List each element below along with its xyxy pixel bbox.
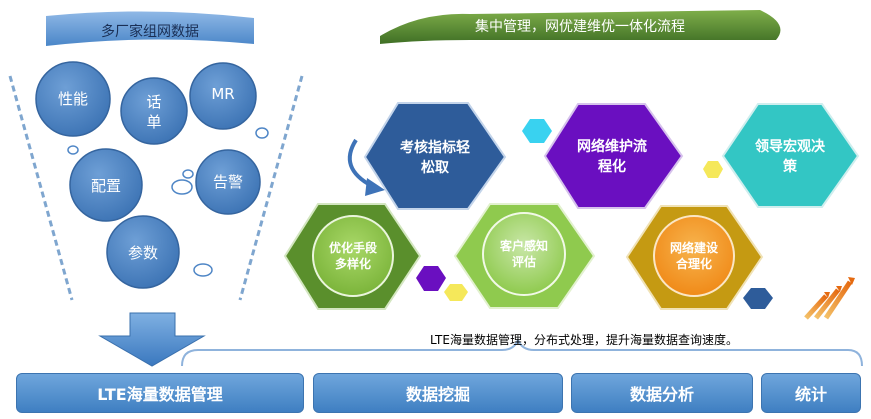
bubble-mr: MR (189, 62, 257, 130)
hex-customer-perception: 客户感知 评估 (453, 203, 596, 309)
hex-kpi-label-2: 松取 (421, 159, 450, 176)
hex-opt-label-2: 多样化 (335, 256, 371, 271)
down-arrow (98, 312, 206, 367)
small-hexagons (416, 119, 773, 309)
bubble-alarm: 告警 (195, 149, 261, 215)
bubble-params-label: 参数 (128, 244, 158, 262)
bubble-config-label: 配置 (91, 177, 121, 195)
hex-opt-label-1: 优化手段 (329, 240, 378, 255)
caption-text: LTE海量数据管理，分布式处理，提升海量数据查询速度。 (430, 333, 738, 347)
hex-kpi: 考核指标轻 松取 (363, 102, 507, 210)
hex-kpi-label-1: 考核指标轻 (400, 139, 470, 156)
bubble-call-label-2: 单 (146, 113, 161, 131)
hex-macro-decision: 领导宏观决 策 (721, 103, 860, 208)
hex-cust-label-2: 评估 (512, 254, 536, 269)
left-banner-label: 多厂家组网数据 (101, 23, 199, 40)
bubble-call-label-1: 话 (146, 93, 161, 111)
decorative-small-bubbles (67, 127, 269, 277)
hex-netmaint-label-2: 程化 (598, 158, 626, 175)
bubble-mr-label: MR (211, 85, 234, 103)
bar-lte-data-management: LTE海量数据管理 (16, 373, 304, 413)
right-banner-label: 集中管理，网优建维优一体化流程 (475, 18, 685, 35)
bubble-config: 配置 (69, 148, 143, 222)
curved-arrow (347, 138, 385, 196)
bracket (181, 337, 863, 367)
bubble-performance: 性能 (35, 61, 111, 137)
right-banner: 集中管理，网优建维优一体化流程 (380, 10, 781, 44)
hex-optimization: 优化手段 多样化 (283, 203, 422, 310)
hex-network-building: 网络建设 合理化 (625, 205, 764, 310)
bar-statistics: 统计 (761, 373, 861, 413)
bubble-params: 参数 (106, 215, 180, 289)
hex-netmaint-label-1: 网络维护流 (577, 138, 647, 155)
left-banner: 多厂家组网数据 (46, 11, 254, 47)
bar-data-analysis: 数据分析 (571, 373, 753, 413)
hex-cust-label-1: 客户感知 (499, 238, 548, 253)
bar-data-mining: 数据挖掘 (313, 373, 563, 413)
funnel (8, 75, 304, 301)
hex-build-label-1: 网络建设 (670, 240, 719, 255)
bubble-alarm-label: 告警 (213, 173, 243, 191)
hex-build-label-2: 合理化 (676, 256, 712, 271)
hex-macro-label-2: 策 (782, 158, 798, 175)
bubble-call-record: 话 单 (120, 77, 188, 145)
growth-arrows-icon (804, 277, 855, 320)
hex-network-maintenance: 网络维护流 程化 (543, 103, 684, 209)
bubble-performance-label: 性能 (58, 90, 88, 108)
hex-macro-label-1: 领导宏观决 (755, 138, 826, 155)
